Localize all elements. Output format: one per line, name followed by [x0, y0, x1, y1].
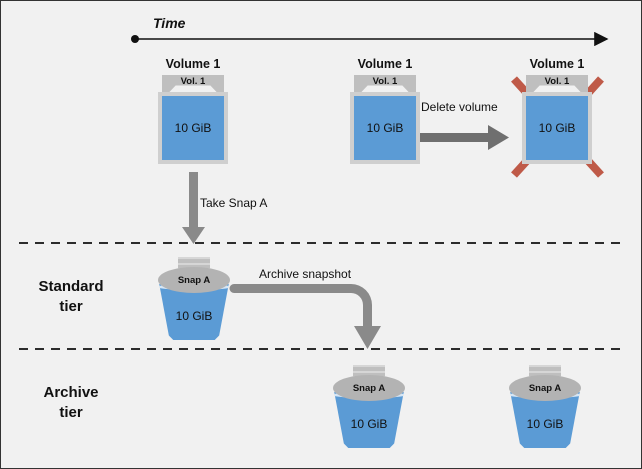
- volume-size-1: 10 GiB: [174, 121, 212, 135]
- volume-size-3: 10 GiB: [538, 121, 576, 135]
- connector-label-archive-snapshot: Archive snapshot: [259, 267, 352, 281]
- snapshot-label-3: Snap A: [528, 382, 562, 394]
- snapshot-label-2: Snap A: [352, 382, 386, 394]
- tier-label-archive-line1: Archive: [43, 384, 99, 401]
- volume-body-1: 10 GiB: [158, 92, 228, 164]
- tier-label-archive-line2: tier: [59, 404, 83, 422]
- snapshot-size-2: 10 GiB: [350, 417, 388, 431]
- volume-body-2: 10 GiB: [350, 92, 420, 164]
- snapshot-size-3: 10 GiB: [526, 417, 564, 431]
- volume-tab-label-1: Vol. 1: [180, 76, 206, 87]
- connector-label-delete-volume: Delete volume: [421, 100, 498, 114]
- snapshot-icon-standard[interactable]: Snap A 10 GiB: [146, 257, 242, 340]
- volume-title-2: Volume 1: [357, 57, 413, 71]
- snapshot-icon-archive-2[interactable]: Snap A 10 GiB: [497, 365, 593, 448]
- tier-label-standard-line1: Standard: [38, 278, 104, 295]
- volume-body-3: 10 GiB: [522, 92, 592, 164]
- volume-icon-2[interactable]: Volume 1 Vol. 1 10 GiB: [337, 57, 433, 164]
- volume-tab-3: Vol. 1: [526, 75, 588, 92]
- volume-tab-label-3: Vol. 1: [544, 76, 570, 87]
- time-axis-label: Time: [153, 15, 186, 31]
- volume-size-2: 10 GiB: [366, 121, 404, 135]
- volume-title-3: Volume 1: [529, 57, 585, 71]
- archive-snapshot-arrow: [229, 284, 381, 349]
- volume-tab-label-2: Vol. 1: [372, 76, 398, 87]
- snapshot-label-1: Snap A: [177, 274, 211, 286]
- snapshot-lid-2: Snap A: [333, 375, 405, 401]
- volume-icon-3-deleted[interactable]: Volume 1 Vol. 1 10 GiB: [509, 57, 605, 164]
- snapshot-icon-archive-1[interactable]: Snap A 10 GiB: [321, 365, 417, 448]
- tier-label-standard-line2: tier: [59, 298, 83, 316]
- connector-label-take-snapshot: Take Snap A: [200, 196, 268, 210]
- volume-title-1: Volume 1: [165, 57, 221, 71]
- tier-label-archive: Archive tier: [11, 383, 131, 424]
- snapshot-lid-1: Snap A: [158, 267, 230, 293]
- volume-tab-2: Vol. 1: [354, 75, 416, 92]
- snapshot-lid-3: Snap A: [509, 375, 581, 401]
- volume-tab-1: Vol. 1: [162, 75, 224, 92]
- snapshot-size-1: 10 GiB: [175, 309, 213, 323]
- time-axis: [131, 31, 609, 47]
- volume-icon-1[interactable]: Volume 1 Vol. 1 10 GiB: [145, 57, 241, 164]
- tier-label-standard: Standard tier: [11, 277, 131, 318]
